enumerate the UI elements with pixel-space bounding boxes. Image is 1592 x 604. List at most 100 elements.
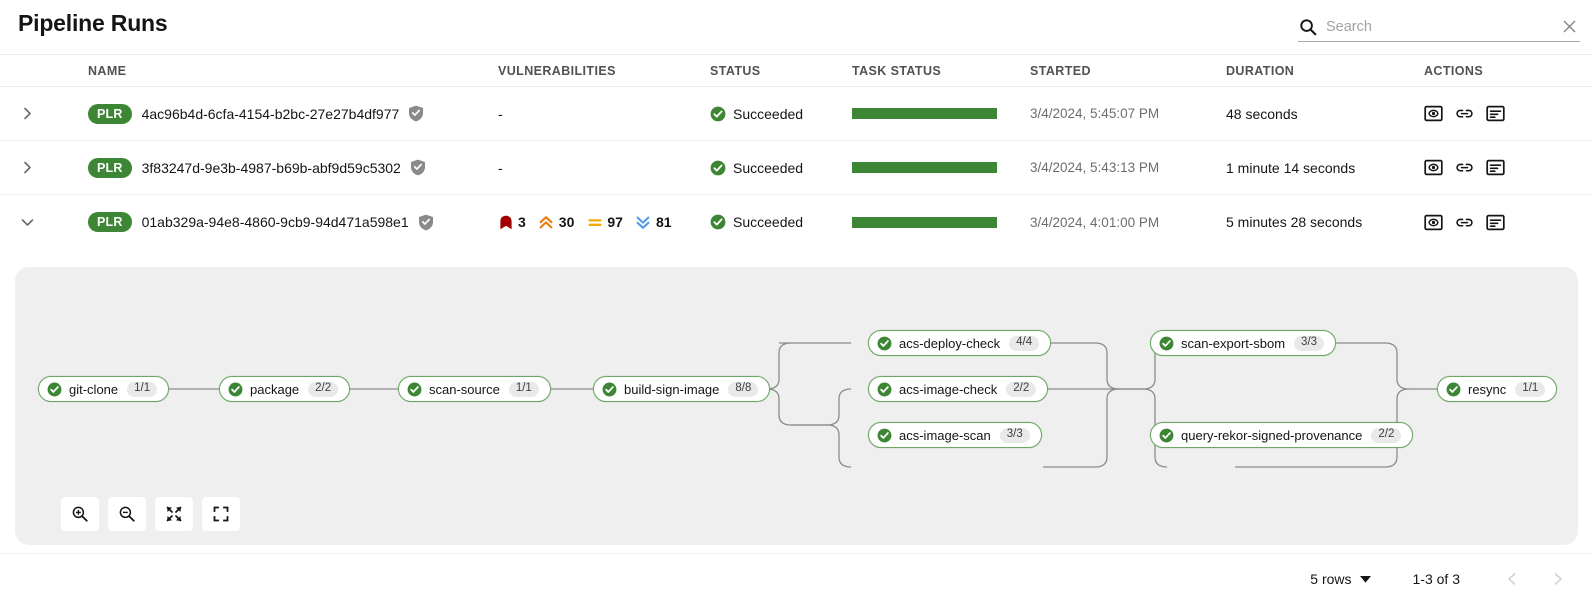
- status-badge: Succeeded: [710, 160, 803, 176]
- fit-to-screen-icon[interactable]: [155, 497, 193, 531]
- cell-actions: [1424, 213, 1592, 232]
- node-check-icon: [877, 382, 892, 397]
- node-check-icon: [1159, 428, 1174, 443]
- cell-duration: 48 seconds: [1226, 106, 1424, 122]
- started-timestamp: 3/4/2024, 5:43:13 PM: [1030, 160, 1160, 175]
- node-check-icon: [877, 428, 892, 443]
- task-status-progress-fill: [852, 216, 997, 228]
- duration-value: 5 minutes 28 seconds: [1226, 214, 1363, 230]
- page-header: Pipeline Runs: [0, 0, 1592, 54]
- rows-per-page-select[interactable]: 5 rows: [1310, 571, 1371, 587]
- row-expand-toggle[interactable]: [0, 159, 55, 177]
- status-label: Succeeded: [733, 159, 804, 176]
- search-icon: [1298, 17, 1318, 37]
- node-label: git-clone: [69, 381, 119, 397]
- chevron-left-icon[interactable]: [1504, 571, 1520, 587]
- column-header-vulnerabilities: VULNERABILITIES: [498, 63, 616, 78]
- output-icon[interactable]: [1486, 104, 1505, 123]
- severity-moderate: 97: [587, 214, 623, 230]
- cell-duration: 5 minutes 28 seconds: [1226, 214, 1424, 230]
- severity-important: 30: [539, 214, 575, 230]
- shield-check-icon: [418, 214, 434, 231]
- task-status-progress-fill: [852, 162, 997, 173]
- column-header-status: STATUS: [710, 63, 761, 78]
- chevron-down-icon[interactable]: [19, 213, 37, 231]
- cell-task-status: [852, 108, 1030, 119]
- column-header-name: NAME: [88, 63, 127, 78]
- node-check-icon: [1446, 382, 1461, 397]
- cell-status: Succeeded: [710, 214, 852, 230]
- plr-badge: PLR: [88, 157, 132, 178]
- node-label: resync: [1468, 381, 1507, 397]
- close-icon[interactable]: [1558, 16, 1580, 38]
- caret-down-icon: [1359, 575, 1371, 583]
- graph-node-git-clone[interactable]: git-clone 1/1: [38, 376, 170, 402]
- task-status-progress-fill: [852, 108, 997, 119]
- view-logs-icon[interactable]: [1424, 158, 1443, 177]
- chevron-right-icon[interactable]: [19, 105, 37, 123]
- link-icon[interactable]: [1455, 104, 1474, 123]
- output-icon[interactable]: [1486, 158, 1505, 177]
- node-check-icon: [228, 382, 243, 397]
- view-logs-icon[interactable]: [1424, 104, 1443, 123]
- cell-started: 3/4/2024, 4:01:00 PM: [1030, 215, 1226, 230]
- output-icon[interactable]: [1486, 213, 1505, 232]
- shield-check-icon: [410, 159, 426, 176]
- pipeline-runs-table: NAME VULNERABILITIES STATUS TASK STATUS …: [0, 54, 1592, 249]
- node-task-count: 1/1: [127, 381, 158, 397]
- chevron-right-icon[interactable]: [1550, 571, 1566, 587]
- cell-status: Succeeded: [710, 106, 852, 122]
- row-expand-toggle[interactable]: [0, 213, 55, 231]
- severity-critical: 3: [498, 214, 526, 230]
- status-badge: Succeeded: [710, 214, 803, 230]
- row-expand-toggle[interactable]: [0, 105, 55, 123]
- severity-count: 30: [558, 214, 575, 230]
- severity-count: 97: [607, 214, 623, 230]
- table-row[interactable]: PLR 3f83247d-9e3b-4987-b69b-abf9d59c5302 -…: [0, 141, 1592, 195]
- run-name[interactable]: 4ac96b4d-6cfa-4154-b2bc-27e27b4df977: [141, 105, 400, 122]
- zoom-out-icon[interactable]: [108, 497, 146, 531]
- task-status-progress: [852, 162, 997, 173]
- table-header-row: NAME VULNERABILITIES STATUS TASK STATUS …: [0, 54, 1592, 87]
- run-name[interactable]: 3f83247d-9e3b-4987-b69b-abf9d59c5302: [141, 159, 401, 176]
- node-label: acs-deploy-check: [899, 335, 1001, 351]
- zoom-in-icon[interactable]: [61, 497, 99, 531]
- node-task-count: 3/3: [1294, 335, 1325, 351]
- node-label: acs-image-scan: [899, 427, 991, 443]
- link-icon[interactable]: [1455, 158, 1474, 177]
- pipeline-graph-edges: [155, 342, 1439, 468]
- node-task-count: 2/2: [1371, 427, 1402, 443]
- view-logs-icon[interactable]: [1424, 213, 1443, 232]
- run-name[interactable]: 01ab329a-94e8-4860-9cb9-94d471a598e1: [141, 214, 409, 230]
- page-title: Pipeline Runs: [18, 10, 168, 36]
- check-circle-icon: [710, 160, 726, 176]
- pagination-range: 1-3 of 3: [1412, 571, 1460, 587]
- chevron-right-icon[interactable]: [19, 159, 37, 177]
- node-check-icon: [47, 382, 62, 397]
- expand-icon[interactable]: [202, 497, 240, 531]
- cell-task-status: [852, 216, 1030, 228]
- node-task-count: 8/8: [728, 381, 759, 397]
- node-task-count: 2/2: [1006, 381, 1037, 397]
- action-buttons: [1424, 104, 1505, 123]
- search-bar[interactable]: [1298, 12, 1580, 42]
- search-input[interactable]: [1326, 13, 1558, 40]
- cell-vulnerabilities: -: [498, 160, 710, 176]
- cell-task-status: [852, 162, 1030, 173]
- vulnerabilities-empty: -: [498, 105, 503, 122]
- action-buttons: [1424, 213, 1505, 232]
- status-badge: Succeeded: [710, 106, 803, 122]
- link-icon[interactable]: [1455, 213, 1474, 232]
- column-header-task-status: TASK STATUS: [852, 63, 942, 78]
